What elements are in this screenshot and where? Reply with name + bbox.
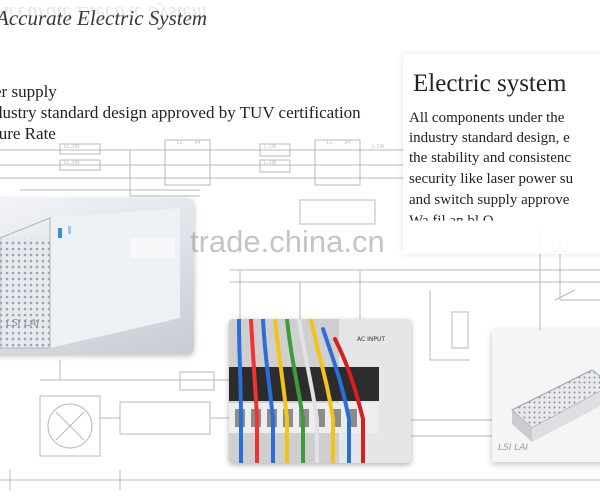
electric-system-panel: Electric system All components under the… — [403, 54, 600, 254]
terminal-block-illustration: AC INPUT — [229, 319, 411, 463]
svg-text:EL.3W: EL.3W — [64, 160, 80, 166]
brand-logo: LSI LAI — [6, 318, 39, 329]
power-supply-photo: LSI LAI — [0, 198, 194, 354]
svg-text:L.1W: L.1W — [264, 144, 277, 150]
svg-text:12: 12 — [176, 140, 182, 146]
switch-supply-illustration: LSI LAI — [492, 330, 600, 462]
svg-text:34: 34 — [194, 140, 200, 146]
feature-line: dustry standard design approved by TUV c… — [0, 103, 361, 122]
feature-line: lure Rate — [0, 124, 56, 143]
switch-supply-photo: LSI LAI — [492, 330, 600, 462]
svg-text:EL.3W: EL.3W — [64, 144, 80, 150]
svg-text:12: 12 — [326, 140, 332, 146]
svg-text:34: 34 — [344, 140, 350, 146]
panel-text-line: industry standard design, e — [409, 130, 570, 146]
panel-title: Electric system — [413, 70, 567, 97]
page-title-reflection: Accurate Electric System — [0, 2, 208, 26]
feature-line: er supply — [0, 82, 57, 101]
panel-text-line: Wa fil an bl O — [409, 213, 494, 229]
panel-text-line: and switch supply approve — [409, 192, 570, 208]
wiring-terminal-photo: AC INPUT — [229, 319, 411, 463]
watermark: trade.china.cn — [190, 224, 385, 259]
page-title: Accurate Electric System — [0, 6, 208, 30]
panel-text-line: All components under the — [409, 110, 565, 126]
svg-text:L.1W: L.1W — [372, 144, 385, 150]
panel-text-line: the stability and consistenc — [409, 150, 572, 166]
power-supply-illustration: LSI LAI — [0, 208, 180, 349]
brand-logo: LSI LAI — [498, 443, 528, 453]
input-label: AC INPUT — [357, 336, 385, 343]
panel-text-line: security like laser power su — [409, 171, 574, 187]
svg-text:L.3W: L.3W — [264, 160, 277, 166]
